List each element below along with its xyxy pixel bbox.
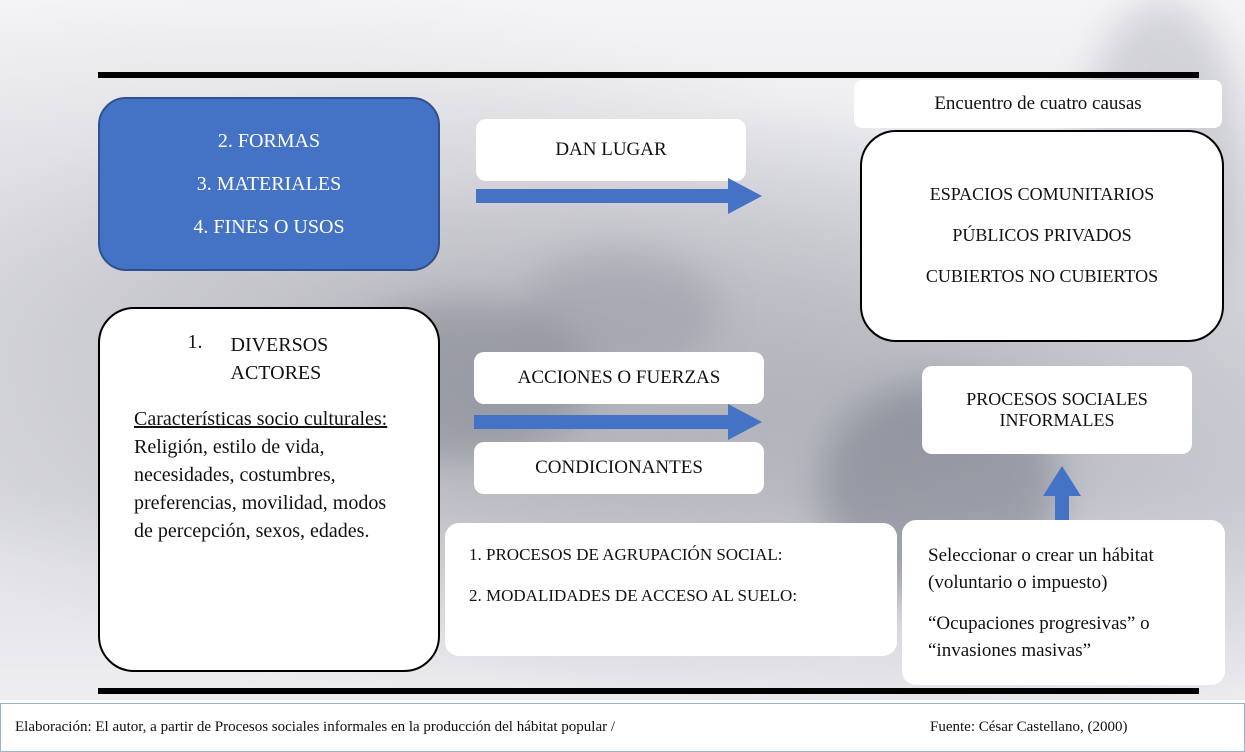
condicionantes-text: CONDICIONANTES (535, 457, 703, 478)
habitat-line1: Seleccionar o crear un hábitat (voluntar… (928, 545, 1154, 593)
top-rule (98, 72, 1199, 78)
espacios-line2: PÚBLICOS PRIVADOS (952, 224, 1132, 245)
dan-lugar-text: DAN LUGAR (555, 139, 667, 160)
espacios-box: ESPACIOS COMUNITARIOS PÚBLICOS PRIVADOS … (860, 130, 1224, 342)
habitat-line2: “Ocupaciones progresivas” o “invasiones … (928, 613, 1150, 661)
procesos-sociales-box: PROCESOS SOCIALES INFORMALES (922, 366, 1192, 454)
actores-number: 1. (187, 331, 203, 353)
dan-lugar-box: DAN LUGAR (476, 119, 746, 181)
blue-item-formas: 2. FORMAS (217, 129, 321, 152)
actores-box: 1. DIVERSOS ACTORES Características soci… (98, 307, 440, 672)
actores-title: DIVERSOS ACTORES (230, 334, 329, 384)
espacios-line1: ESPACIOS COMUNITARIOS (929, 183, 1155, 204)
blue-item-materiales: 3. MATERIALES (196, 172, 342, 195)
caption-left: Elaboración: El autor, a partir de Proce… (15, 719, 616, 735)
caption-right: Fuente: César Castellano, (2000) (930, 719, 1128, 735)
acciones-box: ACCIONES O FUERZAS (474, 352, 764, 404)
actores-char-text: Religión, estilo de vida, necesidades, c… (134, 436, 387, 542)
procesos-sociales-text: PROCESOS SOCIALES INFORMALES (966, 389, 1148, 430)
espacios-line3: CUBIERTOS NO CUBIERTOS (925, 265, 1159, 286)
arrow-up-procesos (1043, 466, 1081, 522)
blue-item-fines: 4. FINES O USOS (193, 215, 345, 238)
background-blur-3 (520, 250, 720, 370)
actores-char-label: Características socio culturales: (134, 408, 388, 430)
arrow-right-dan-lugar (476, 178, 762, 214)
top-right-label: Encuentro de cuatro causas (854, 80, 1222, 128)
blue-box-causes: 2. FORMAS 3. MATERIALES 4. FINES O USOS (98, 97, 440, 271)
arrow-right-acciones (474, 404, 762, 440)
condicionantes-box: CONDICIONANTES (474, 442, 764, 494)
agrupacion-box: 1. PROCESOS DE AGRUPACIÓN SOCIAL: 2. MOD… (445, 523, 897, 656)
source-caption: Elaboración: El autor, a partir de Proce… (0, 703, 1245, 752)
actores-description: Características socio culturales: Religi… (134, 405, 404, 545)
acciones-text: ACCIONES O FUERZAS (517, 367, 721, 388)
habitat-box: Seleccionar o crear un hábitat (voluntar… (902, 520, 1225, 685)
top-right-label-text: Encuentro de cuatro causas (934, 93, 1142, 114)
agrupacion-item1: 1. PROCESOS DE AGRUPACIÓN SOCIAL: (469, 545, 783, 564)
bottom-rule (98, 688, 1199, 694)
agrupacion-item2: 2. MODALIDADES DE ACCESO AL SUELO: (469, 586, 798, 605)
actores-heading: 1. DIVERSOS ACTORES (134, 331, 404, 387)
